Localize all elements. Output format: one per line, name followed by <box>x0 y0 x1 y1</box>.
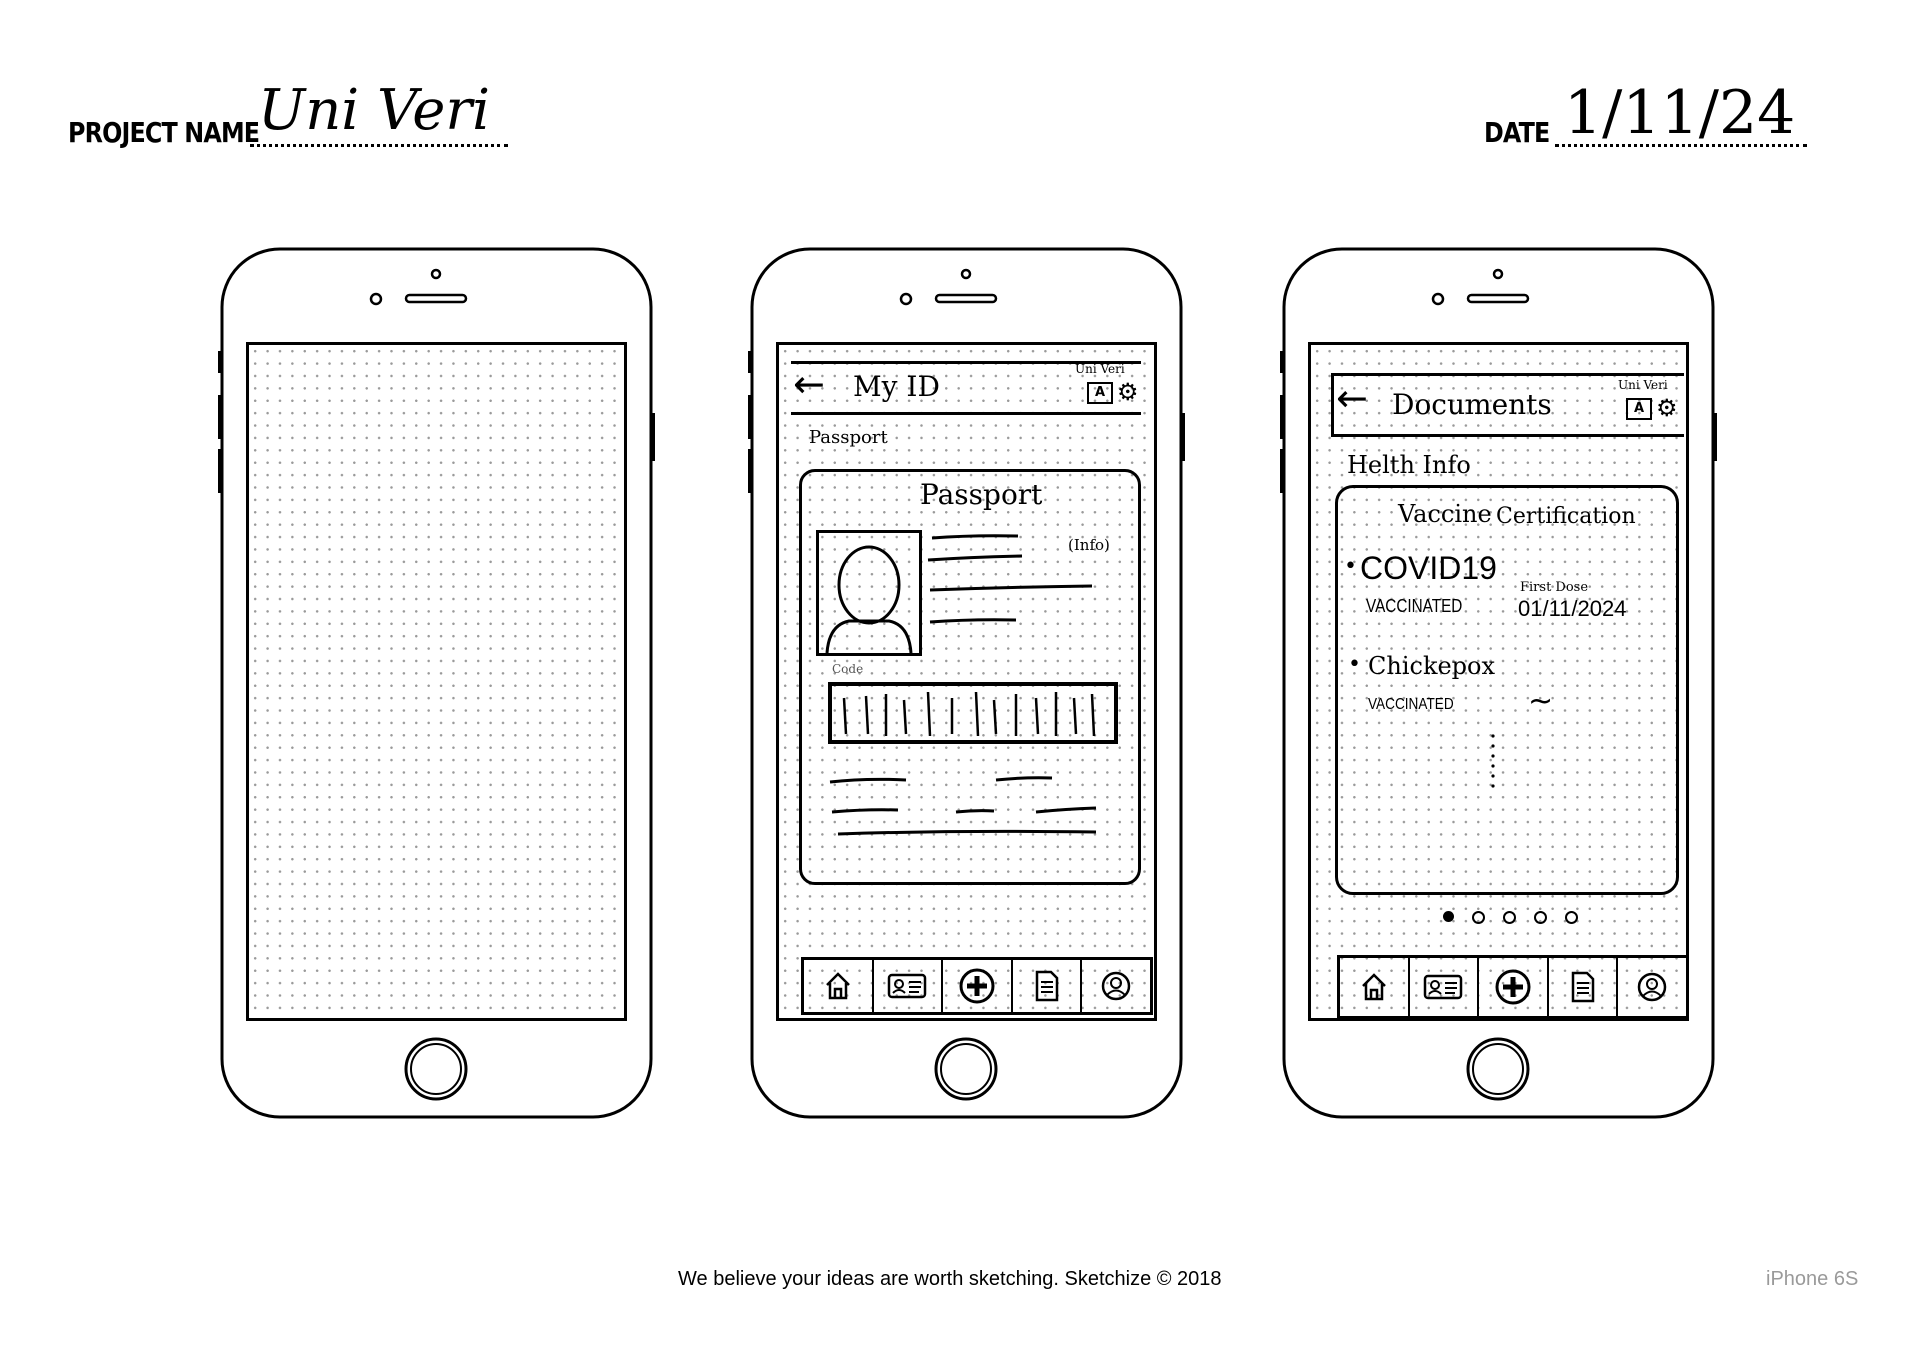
top-bar: ← Documents Uni Veri A ⚙ <box>1331 373 1684 437</box>
home-icon <box>1361 973 1386 1001</box>
nav-id[interactable] <box>1410 958 1480 1016</box>
bottom-nav <box>1337 955 1689 1019</box>
page-title: My ID <box>853 370 940 403</box>
section-label: Helth Info <box>1347 451 1471 479</box>
bullet-icon: • <box>1348 652 1361 677</box>
back-arrow-icon[interactable]: ← <box>793 362 825 406</box>
nav-home[interactable] <box>804 960 874 1012</box>
nav-home[interactable] <box>1340 958 1410 1016</box>
project-value: Uni Veri <box>258 78 491 143</box>
info-label: (Info) <box>1068 536 1110 554</box>
phone-blank <box>218 247 655 1119</box>
page-dot[interactable] <box>1503 911 1516 924</box>
plus-icon <box>959 968 995 1004</box>
page-dot[interactable] <box>1565 911 1578 924</box>
brand-name: Uni Veri <box>1075 362 1125 376</box>
phone-my-id: ← My ID Uni Veri A ⚙ Passport Passport <box>748 247 1185 1119</box>
phone-documents: ← Documents Uni Veri A ⚙ Helth Info Vacc… <box>1280 247 1717 1119</box>
dose-label: First Dose <box>1520 580 1589 595</box>
nav-documents[interactable] <box>1013 960 1083 1012</box>
nav-add[interactable] <box>1479 958 1549 1016</box>
barcode <box>828 682 1118 744</box>
dose-date-chickenpox: ~ <box>1528 684 1554 719</box>
top-bar: ← My ID Uni Veri A ⚙ <box>791 361 1141 415</box>
footer-tagline: We believe your ideas are worth sketchin… <box>678 1268 1222 1290</box>
more-indicator <box>1491 734 1495 788</box>
document-icon <box>1571 971 1594 1003</box>
card-title-vaccine: Vaccine <box>1398 500 1492 528</box>
bottom-nav <box>801 957 1153 1015</box>
project-label: PROJECT NAME <box>68 116 260 149</box>
profile-icon <box>1637 972 1667 1002</box>
date-value: 1/11/24 <box>1564 78 1796 148</box>
code-label: Code <box>832 662 864 676</box>
document-icon <box>1035 970 1058 1002</box>
page-dot[interactable] <box>1472 911 1485 924</box>
card-title-certification: Certification <box>1496 504 1636 529</box>
detail-lines <box>829 776 1097 836</box>
gear-icon[interactable]: ⚙ <box>1656 394 1678 422</box>
page-dot-active[interactable] <box>1443 911 1454 922</box>
nav-profile[interactable] <box>1618 958 1686 1016</box>
screen-blank <box>246 342 627 1021</box>
pagination <box>1443 911 1578 924</box>
vaccine-name-chickenpox: Chickepox <box>1368 652 1496 680</box>
section-label: Passport <box>809 427 888 448</box>
vaccine-status-covid: VACCINATED <box>1366 596 1463 616</box>
page-title: Documents <box>1392 388 1552 421</box>
info-lines <box>927 534 1093 624</box>
language-badge-icon[interactable]: A <box>1087 382 1113 404</box>
vaccine-card[interactable]: Vaccine Certification • COVID19 VACCINAT… <box>1335 485 1679 895</box>
screen-documents: ← Documents Uni Veri A ⚙ Helth Info Vacc… <box>1308 342 1689 1021</box>
nav-profile[interactable] <box>1082 960 1150 1012</box>
footer-model: iPhone 6S <box>1766 1268 1859 1290</box>
vaccine-status-chickenpox: VACCINATED <box>1368 696 1454 713</box>
date-label: DATE <box>1484 116 1550 149</box>
vaccine-name-covid: COVID19 <box>1360 550 1497 586</box>
bullet-icon: • <box>1344 554 1357 579</box>
nav-add[interactable] <box>943 960 1013 1012</box>
nav-id[interactable] <box>874 960 944 1012</box>
page-dot[interactable] <box>1534 911 1547 924</box>
profile-icon <box>1101 971 1131 1001</box>
date-underline <box>1555 144 1807 147</box>
id-card-icon <box>1424 974 1463 1000</box>
project-underline <box>250 144 508 147</box>
photo-frame <box>816 530 922 656</box>
card-title: Passport <box>920 478 1043 511</box>
plus-icon <box>1495 969 1531 1005</box>
gear-icon[interactable]: ⚙ <box>1117 378 1139 406</box>
avatar-icon <box>825 545 913 654</box>
dose-date-covid: 01/11/2024 <box>1518 596 1627 621</box>
brand-name: Uni Veri <box>1618 378 1668 392</box>
language-badge-icon[interactable]: A <box>1626 398 1652 420</box>
screen-my-id: ← My ID Uni Veri A ⚙ Passport Passport <box>776 342 1157 1021</box>
nav-documents[interactable] <box>1549 958 1619 1016</box>
home-icon <box>825 972 850 1000</box>
id-card-icon <box>888 973 927 999</box>
passport-card[interactable]: Passport (Info) Code <box>799 469 1141 885</box>
back-arrow-icon[interactable]: ← <box>1336 376 1368 420</box>
